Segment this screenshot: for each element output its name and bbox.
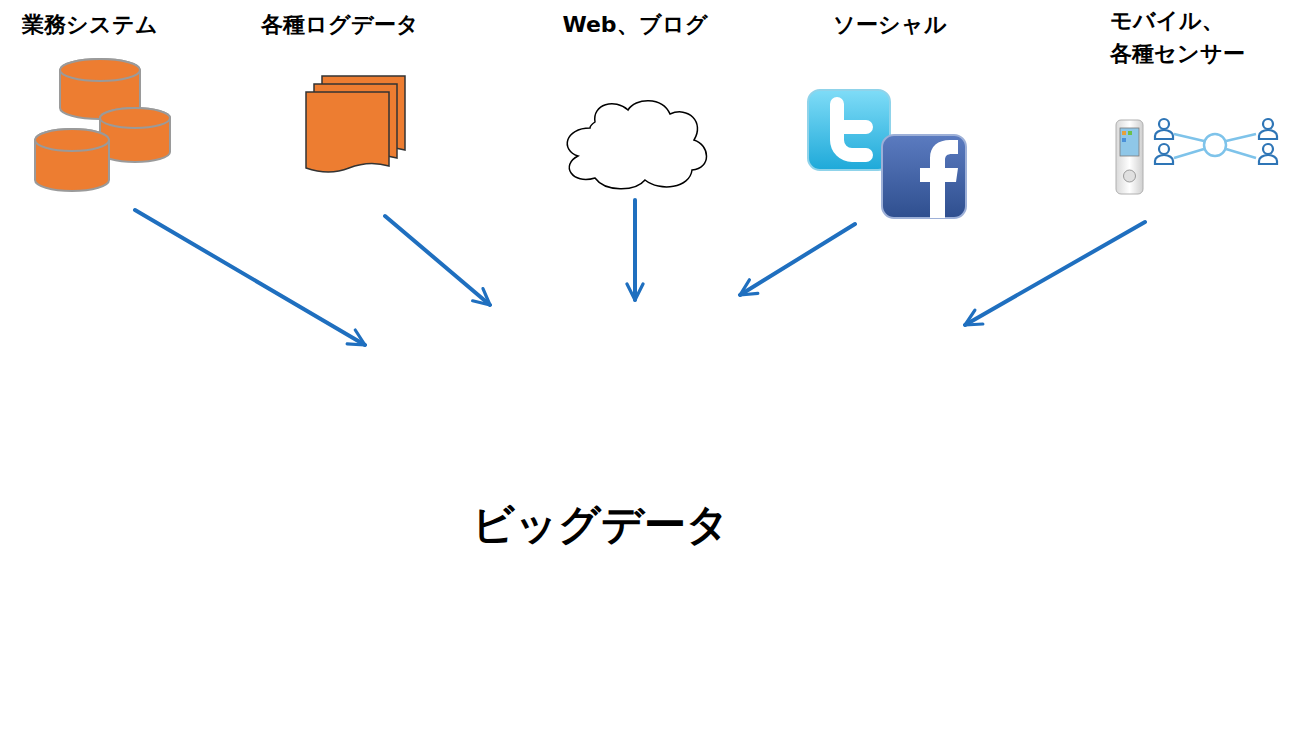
flow-arrow xyxy=(740,224,855,295)
data-store-cylinder: ビッグデータ xyxy=(300,300,968,720)
facebook-icon xyxy=(882,135,966,218)
mobile-phone-icon xyxy=(1116,120,1143,194)
log-document-icon xyxy=(306,76,405,172)
web-cloud-icon xyxy=(567,101,706,189)
source-node: Web、ブログ xyxy=(550,8,720,196)
source-label: Web、ブログ xyxy=(562,8,707,41)
store-label: ビッグデータ xyxy=(472,497,729,553)
source-label: ソーシャル xyxy=(833,8,947,41)
flow-arrow xyxy=(385,216,490,305)
twitter-icon xyxy=(808,90,890,170)
source-label: 各種ログデータ xyxy=(261,8,419,41)
flow-arrow xyxy=(965,222,1145,325)
source-node: モバイル、 各種センサー xyxy=(1106,4,1260,218)
database-icon xyxy=(35,59,170,191)
source-node: ソーシャル xyxy=(808,8,973,220)
source-node: 業務システム xyxy=(8,8,173,206)
source-label: 業務システム xyxy=(22,8,158,41)
sensor-network-icon xyxy=(1155,119,1277,164)
source-label: モバイル、 各種センサー xyxy=(1110,4,1256,70)
flow-arrow xyxy=(633,200,637,300)
flow-arrow xyxy=(135,210,365,345)
source-node: 各種ログデータ xyxy=(253,8,428,212)
